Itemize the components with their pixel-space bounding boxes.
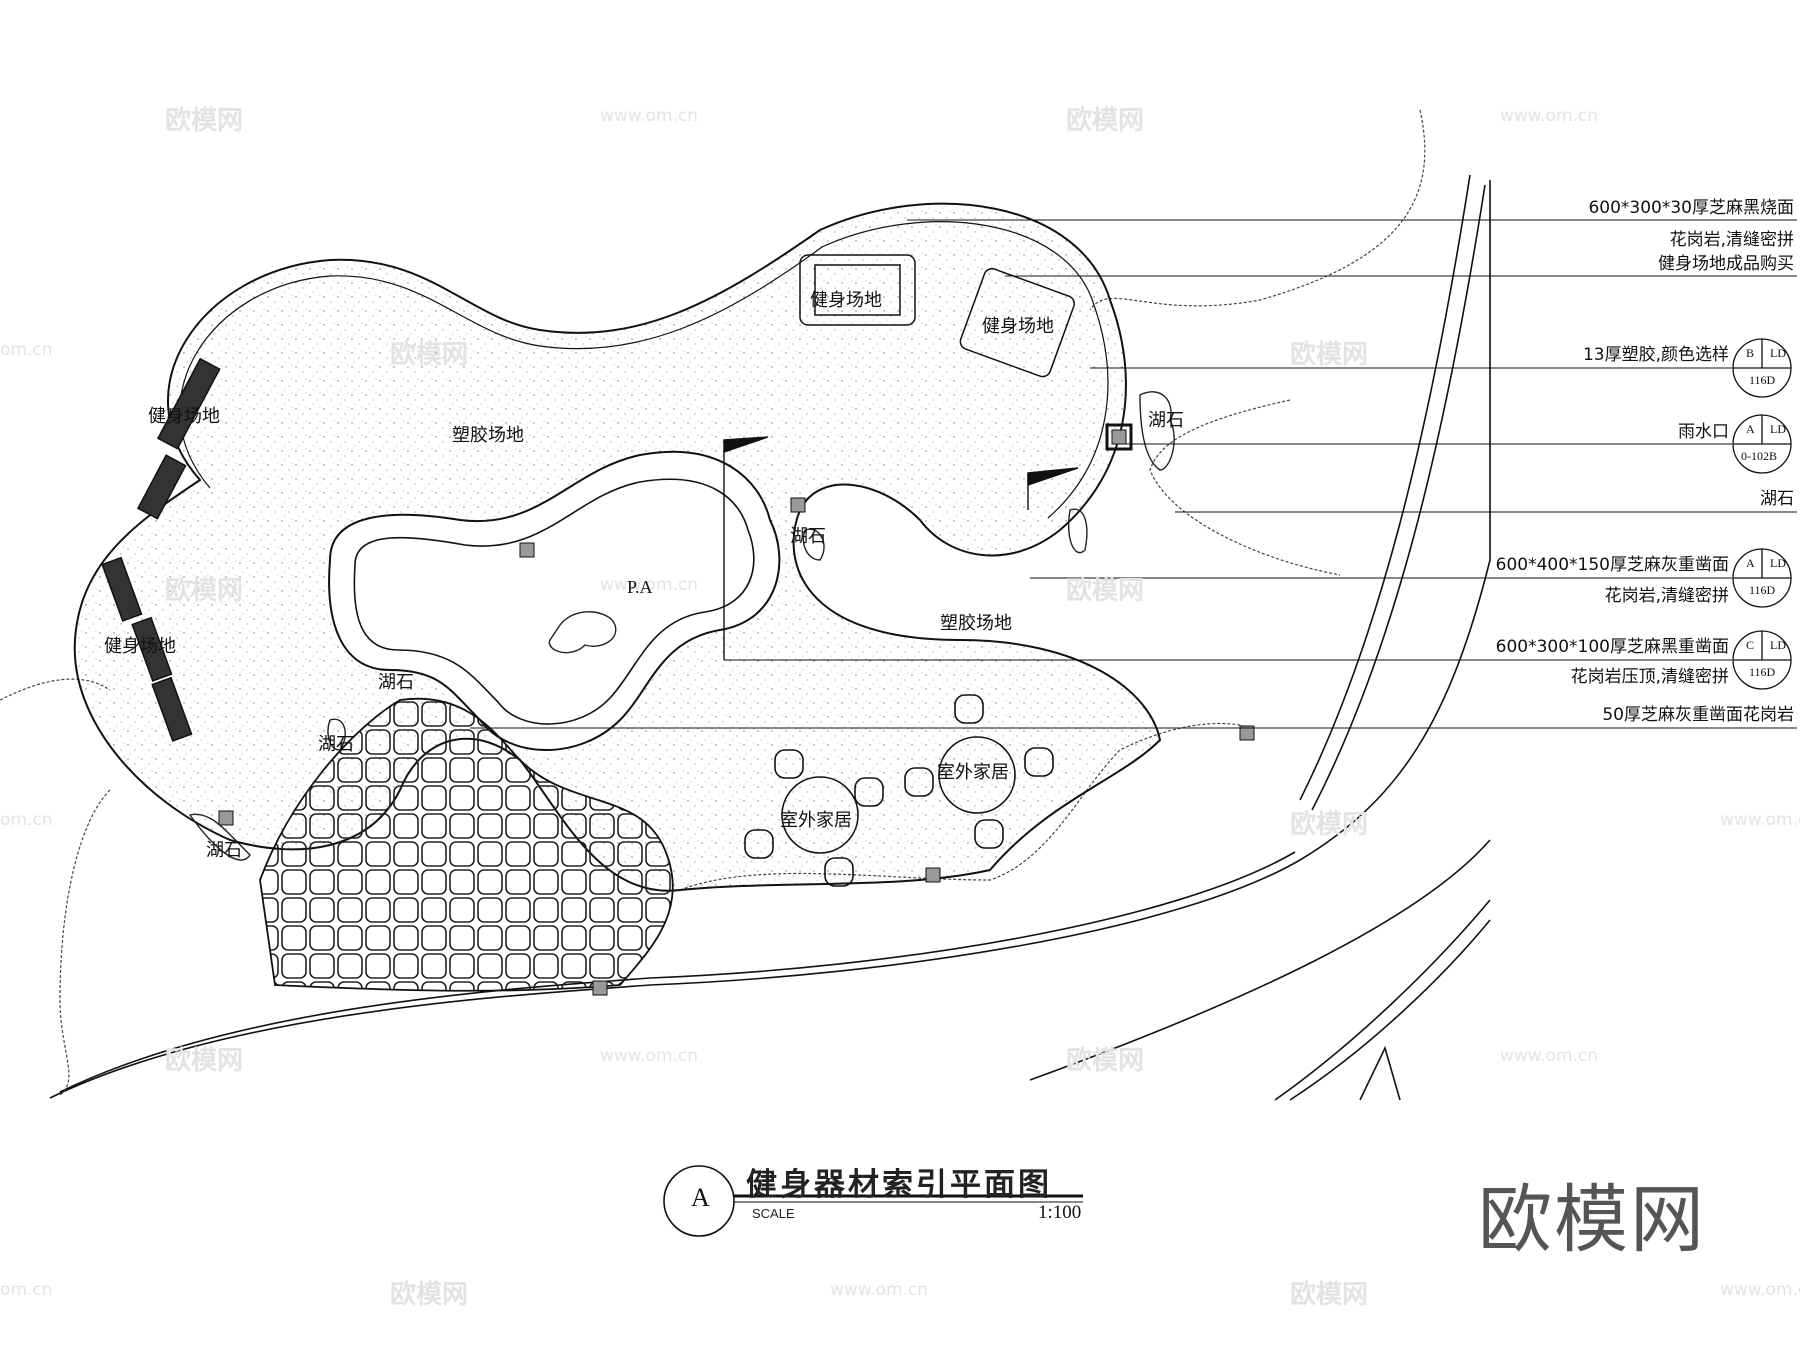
label-lake-rock: 湖石 xyxy=(790,526,826,547)
ref-number: 116D xyxy=(1749,373,1776,387)
ref-letter: B xyxy=(1746,346,1755,360)
material-note: 健身场地成品购买 xyxy=(1658,254,1794,274)
material-note: 600*300*30厚芝麻黑烧面 xyxy=(1588,198,1794,218)
drawing-title: 健身器材索引平面图 xyxy=(746,1167,1052,1203)
label-fitness-area: 健身场地 xyxy=(104,636,176,657)
watermark-site: www.om.cn xyxy=(600,106,699,126)
drain-markers xyxy=(218,423,1255,996)
material-note: 花岗岩,清缝密拼 xyxy=(1604,586,1729,606)
watermark-logo: 欧模网 xyxy=(165,106,244,136)
ref-number: 116D xyxy=(1749,665,1776,679)
drawing-number: A xyxy=(691,1183,710,1212)
watermark-site: www.om.cn xyxy=(830,1280,929,1300)
field-curb xyxy=(179,221,1109,519)
label-outdoor-furniture: 室外家居 xyxy=(780,810,852,831)
material-note: 13厚塑胶,颜色选样 xyxy=(1582,345,1729,365)
ref-sheet: LD xyxy=(1770,346,1786,360)
pool-water xyxy=(353,478,755,725)
road-curbs xyxy=(49,174,1491,1101)
ref-number: 116D xyxy=(1749,583,1776,597)
outdoor-furniture xyxy=(744,694,1054,887)
material-note: 600*400*150厚芝麻灰重凿面 xyxy=(1495,555,1729,575)
ref-letter: C xyxy=(1746,638,1755,652)
watermark-site: www.om.cn xyxy=(1500,1046,1599,1066)
watermark-site: www.om.cn xyxy=(1720,1280,1800,1300)
material-note: 雨水口 xyxy=(1678,422,1729,442)
watermark-site: om.cn xyxy=(0,810,53,830)
label-fitness-area: 健身场地 xyxy=(810,290,882,311)
scale-label: SCALE xyxy=(752,1206,795,1221)
pool-island xyxy=(548,611,617,654)
watermark-logo: 欧模网 xyxy=(1290,810,1369,840)
watermark-site: www.om.cn xyxy=(600,575,699,595)
watermark-logo: 欧模网 xyxy=(390,340,469,370)
ref-letter: A xyxy=(1746,556,1755,570)
north-flags xyxy=(723,436,1079,660)
watermark-logo: 欧模网 xyxy=(165,576,244,606)
ref-letter: A xyxy=(1746,422,1755,436)
label-lake-rock: 湖石 xyxy=(206,840,242,861)
ref-sheet: LD xyxy=(1770,638,1786,652)
material-note: 50厚芝麻灰重凿面花岗岩 xyxy=(1602,705,1794,725)
label-lake-rock: 湖石 xyxy=(318,734,354,755)
fitness-equipment xyxy=(101,254,1075,742)
watermark-site: om.cn xyxy=(0,340,53,360)
label-pool: P.A xyxy=(627,577,653,597)
watermark-site: www.om.cn xyxy=(600,1046,699,1066)
label-outdoor-furniture: 室外家居 xyxy=(937,762,1009,783)
label-fitness-area: 健身场地 xyxy=(148,406,220,427)
watermark-site: www.om.cn xyxy=(1500,106,1599,126)
ref-number: 0-102B xyxy=(1741,449,1777,463)
label-lake-rock: 湖石 xyxy=(1148,410,1184,431)
material-note: 花岗岩压顶,清缝密拼 xyxy=(1570,667,1729,687)
label-plastic-field: 塑胶场地 xyxy=(940,613,1012,634)
scale-value: 1:100 xyxy=(1038,1202,1082,1223)
material-note: 花岗岩,清缝密拼 xyxy=(1669,230,1794,250)
cobble-paving xyxy=(259,697,674,992)
watermark-logo: 欧模网 xyxy=(1066,576,1145,606)
watermark-logo: 欧模网 xyxy=(1290,340,1369,370)
material-note: 600*300*100厚芝麻黑重凿面 xyxy=(1495,637,1729,657)
lake-rocks xyxy=(188,391,1175,861)
reference-symbols xyxy=(1732,338,1792,690)
watermark-logo: 欧模网 xyxy=(390,1280,469,1310)
label-plastic-field: 塑胶场地 xyxy=(452,425,524,446)
watermark-logo: 欧模网 xyxy=(1066,106,1145,136)
ref-sheet: LD xyxy=(1770,556,1786,570)
watermark-logo: 欧模网 xyxy=(165,1046,244,1076)
watermark-site: om.cn xyxy=(0,1280,53,1300)
watermark-site: www.om.cn xyxy=(1720,810,1800,830)
label-fitness-area: 健身场地 xyxy=(982,316,1054,337)
label-lake-rock: 湖石 xyxy=(378,672,414,693)
watermark-logo: 欧模网 xyxy=(1066,1046,1145,1076)
title-block xyxy=(663,1165,1083,1237)
watermark-logo: 欧模网 xyxy=(1290,1280,1369,1310)
leader-lines xyxy=(470,219,1797,729)
material-note: 湖石 xyxy=(1760,489,1794,509)
ref-sheet: LD xyxy=(1770,422,1786,436)
brand-logo: 欧模网 xyxy=(1478,1177,1706,1263)
